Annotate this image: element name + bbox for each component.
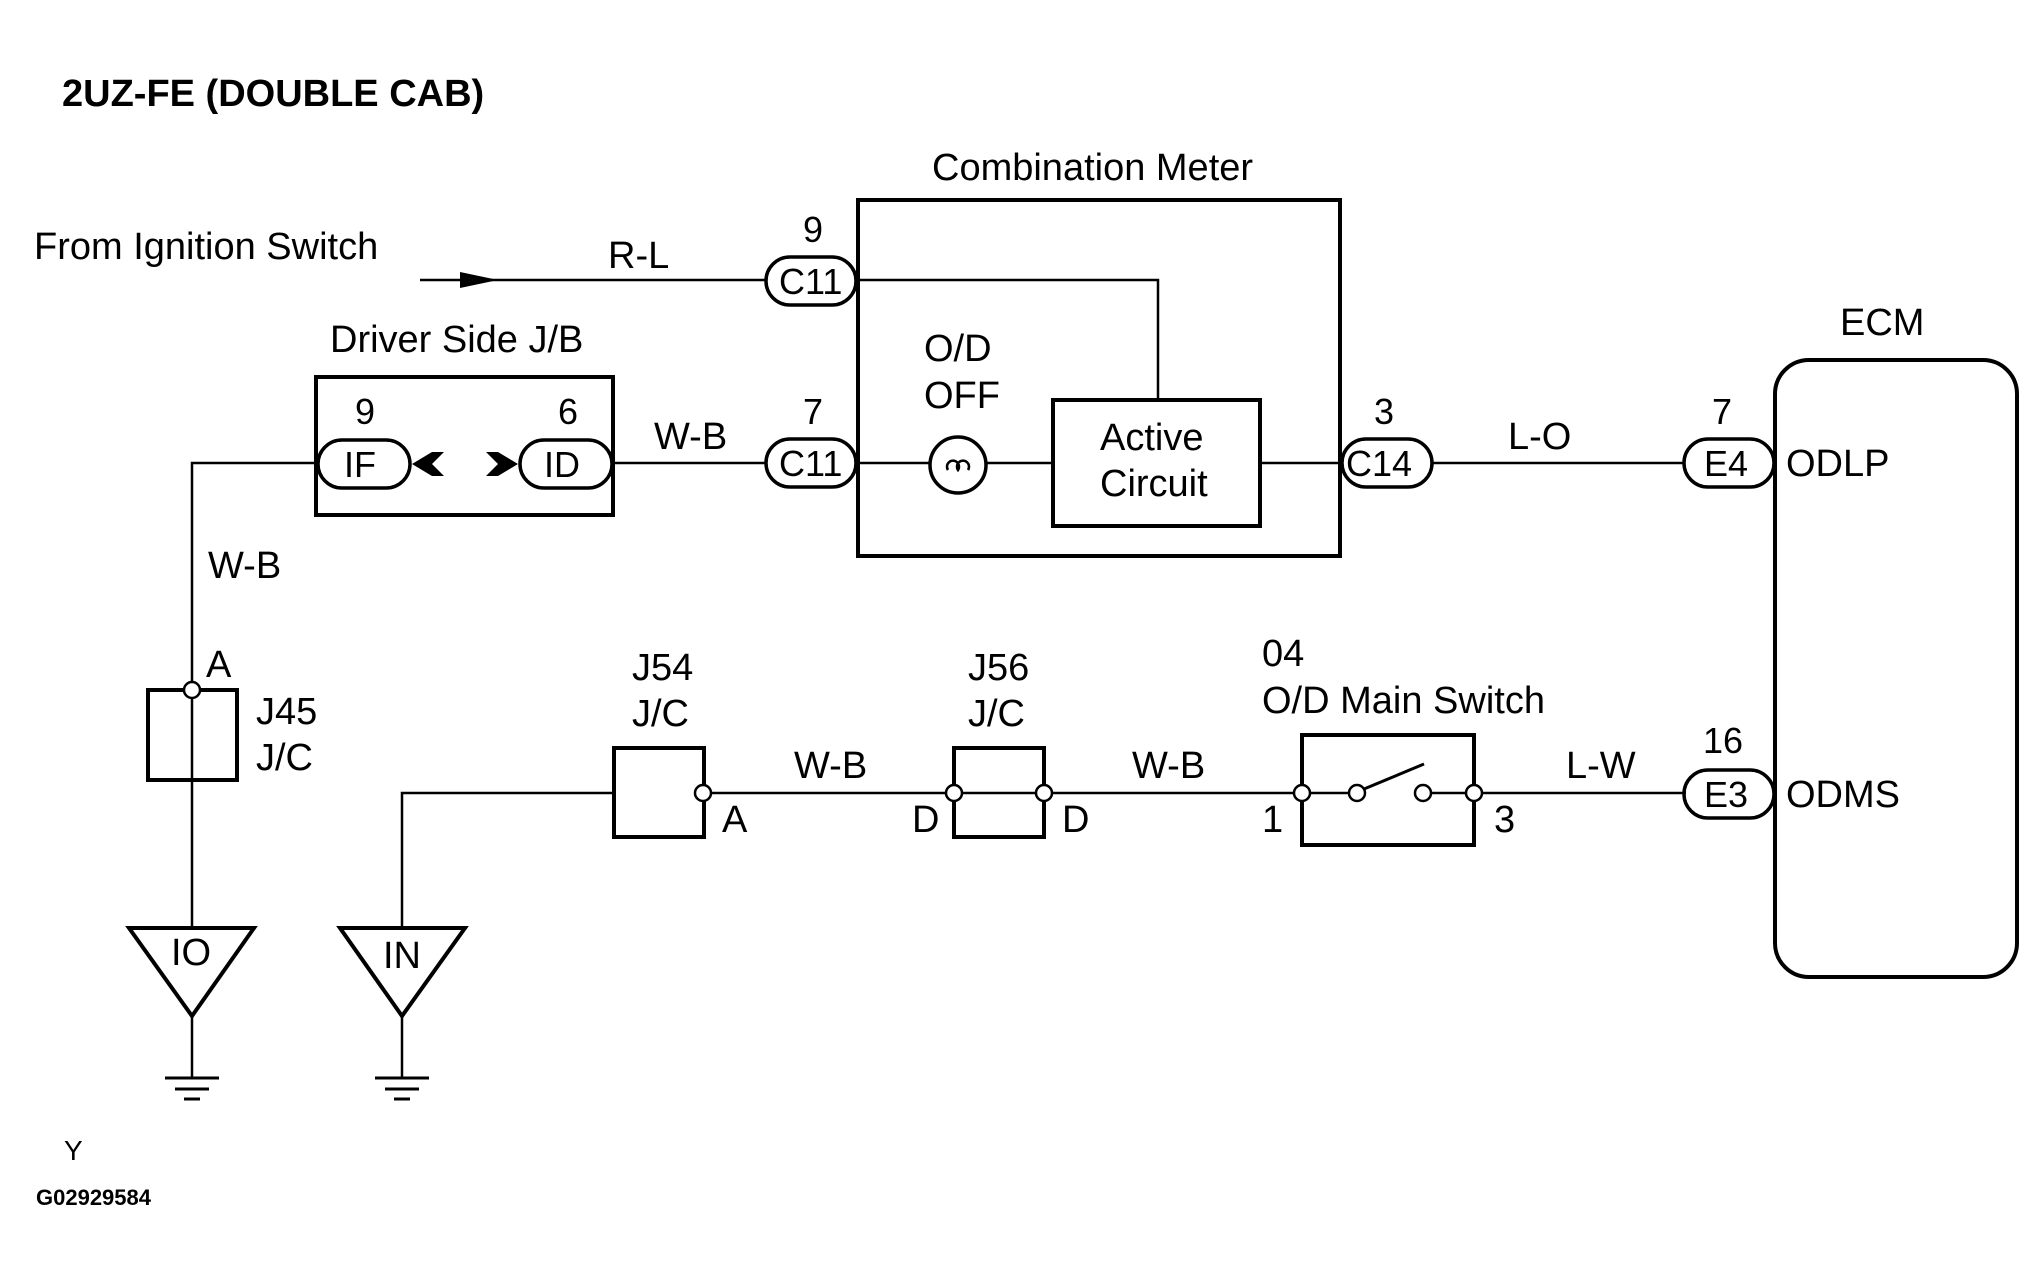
j45-label-line1: J45 xyxy=(256,691,317,733)
ground-io-icon xyxy=(125,926,258,1101)
jb-internal-link-icon xyxy=(412,452,518,476)
ground-in-label: IN xyxy=(383,935,421,977)
e4-pin: 7 xyxy=(1712,391,1732,432)
j54-label-line1: J54 xyxy=(632,647,693,689)
jb-id-pin: 6 xyxy=(558,391,578,432)
wire-w-b-j56-sw-label: W-B xyxy=(1132,745,1205,787)
e3-code: E3 xyxy=(1704,774,1748,815)
j56-label-line1: J56 xyxy=(968,647,1029,689)
j45-terminal-a-dot xyxy=(182,680,202,700)
wire-w-b-j54-j56-label: W-B xyxy=(794,745,867,787)
diagram-title: 2UZ-FE (DOUBLE CAB) xyxy=(62,73,484,115)
switch-terminal-1: 1 xyxy=(1262,799,1283,841)
driver-jb-label: Driver Side J/B xyxy=(330,319,583,361)
indicator-lamp-icon xyxy=(928,435,988,495)
active-circuit-box xyxy=(1051,398,1262,528)
jb-if-code: IF xyxy=(344,444,376,485)
c11-mid-pin: 7 xyxy=(803,391,823,432)
ecm-label: ECM xyxy=(1840,302,1924,344)
footer-code: G02929584 xyxy=(36,1185,152,1210)
c11-top-code: C11 xyxy=(779,261,842,302)
od-switch-code: 04 xyxy=(1262,633,1304,675)
od-switch-name: O/D Main Switch xyxy=(1262,680,1545,722)
jb-if-pin: 9 xyxy=(355,391,375,432)
switch-terminal-3: 3 xyxy=(1494,799,1515,841)
c14-code: C14 xyxy=(1346,443,1412,484)
switch-terminal-3-dot xyxy=(1464,783,1484,803)
j45-label-line2: J/C xyxy=(256,737,313,779)
wire-l-w-label: L-W xyxy=(1566,745,1636,787)
active-circuit-label-line2: Circuit xyxy=(1100,463,1208,505)
ecm-terminal-odlp: ODLP xyxy=(1786,443,1889,485)
active-circuit-label-line1: Active xyxy=(1100,417,1203,459)
od-switch-box xyxy=(1300,733,1476,847)
ground-io-label: IO xyxy=(171,932,211,974)
ignition-arrow-icon xyxy=(420,272,775,288)
j56-terminal-d-left-dot xyxy=(944,783,964,803)
j54-label-line2: J/C xyxy=(632,693,689,735)
j54-terminal-a-dot xyxy=(693,783,713,803)
meter-internal-wire-top xyxy=(858,278,1160,400)
wire-w-b-jb-meter-label: W-B xyxy=(654,416,727,458)
switch-contact-icon xyxy=(1347,762,1433,803)
ecm-box xyxy=(1773,358,2019,979)
c11-mid-code: C11 xyxy=(779,443,842,484)
c11-top-connector xyxy=(764,255,858,307)
ground-in-icon xyxy=(336,926,469,1101)
j45-terminal-a: A xyxy=(206,644,232,686)
wire-l-o-label: L-O xyxy=(1508,416,1571,458)
wire-ground-in-to-j54 xyxy=(400,791,703,928)
j54-terminal-a: A xyxy=(722,799,748,841)
od-off-label-line2: OFF xyxy=(924,375,1000,417)
j56-label-line2: J/C xyxy=(968,693,1025,735)
e4-connector xyxy=(1682,437,1776,489)
wire-r-l-label: R-L xyxy=(608,235,669,277)
j54-box xyxy=(612,746,706,839)
footer-letter: Y xyxy=(64,1135,83,1166)
wire-w-b-vertical-label: W-B xyxy=(208,545,281,587)
e4-code: E4 xyxy=(1704,443,1748,484)
c14-pin: 3 xyxy=(1374,391,1394,432)
c11-top-pin: 9 xyxy=(803,209,823,250)
j56-terminal-d-right: D xyxy=(1062,799,1089,841)
ecm-terminal-odms: ODMS xyxy=(1786,774,1900,816)
j56-terminal-d-right-dot xyxy=(1034,783,1054,803)
e3-pin: 16 xyxy=(1703,720,1743,761)
from-ignition-label: From Ignition Switch xyxy=(34,226,378,268)
j56-terminal-d-left: D xyxy=(912,799,939,841)
switch-terminal-1-dot xyxy=(1292,783,1312,803)
od-off-label-line1: O/D xyxy=(924,328,992,370)
combination-meter-label: Combination Meter xyxy=(932,147,1253,189)
jb-id-code: ID xyxy=(544,444,580,485)
